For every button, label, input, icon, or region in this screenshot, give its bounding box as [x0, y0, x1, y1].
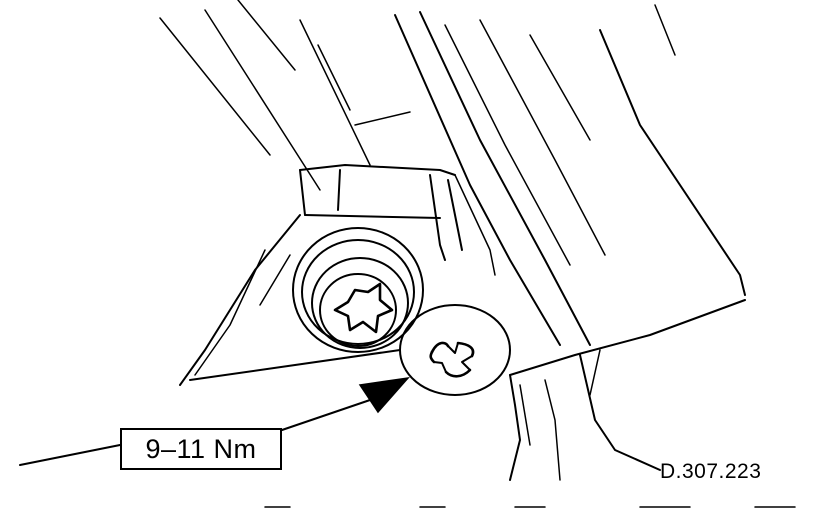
housing-contour-lines — [159, 0, 411, 191]
torque-spec-text: 9–11 Nm — [145, 433, 257, 464]
bracket-body — [179, 164, 496, 386]
callout-leader — [19, 399, 371, 466]
lower-housing-lines — [509, 299, 746, 481]
main-bolt — [292, 227, 424, 353]
figure-reference-number: D.307.223 — [660, 460, 762, 483]
torque-spec-label: 9–11 Nm — [120, 428, 282, 470]
torx-screw — [399, 304, 511, 396]
frame-diagonal-lines — [394, 4, 746, 346]
pointer-arrow-icon — [358, 376, 410, 414]
